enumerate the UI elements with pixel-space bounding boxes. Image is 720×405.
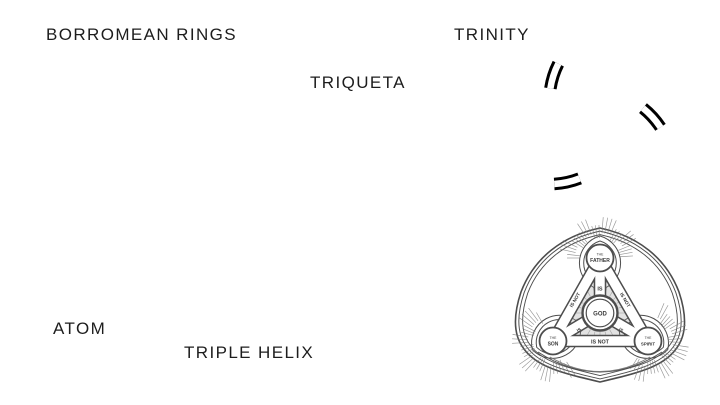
father-the-label: THE [597,253,605,257]
triqueta-label: TRIQUETA [310,73,406,92]
triple-helix-label: TRIPLE HELIX [184,343,315,362]
son-label: SON [548,342,559,348]
is-left-label: IS [576,327,582,334]
borromean-rings-label: BORROMEAN RINGS [46,25,238,44]
father-label: FATHER [590,258,610,264]
atom-label: ATOM [53,319,107,338]
isnot-bottom-label: IS NOT [591,339,610,345]
shield-engraving [512,217,689,383]
spirit-label: SPIRIT [641,341,655,346]
trinity-knot-symbol [544,60,666,191]
is-right-label: IS [618,327,624,334]
son-the-label: THE [550,336,558,340]
trinity-label: TRINITY [454,25,530,44]
god-label: GOD [593,311,607,317]
is-top-label: IS [597,287,603,293]
spirit-the-label: THE [645,336,653,340]
shield-of-trinity: THE FATHER GOD THE SON THE SPIRIT IS IS … [512,217,689,383]
